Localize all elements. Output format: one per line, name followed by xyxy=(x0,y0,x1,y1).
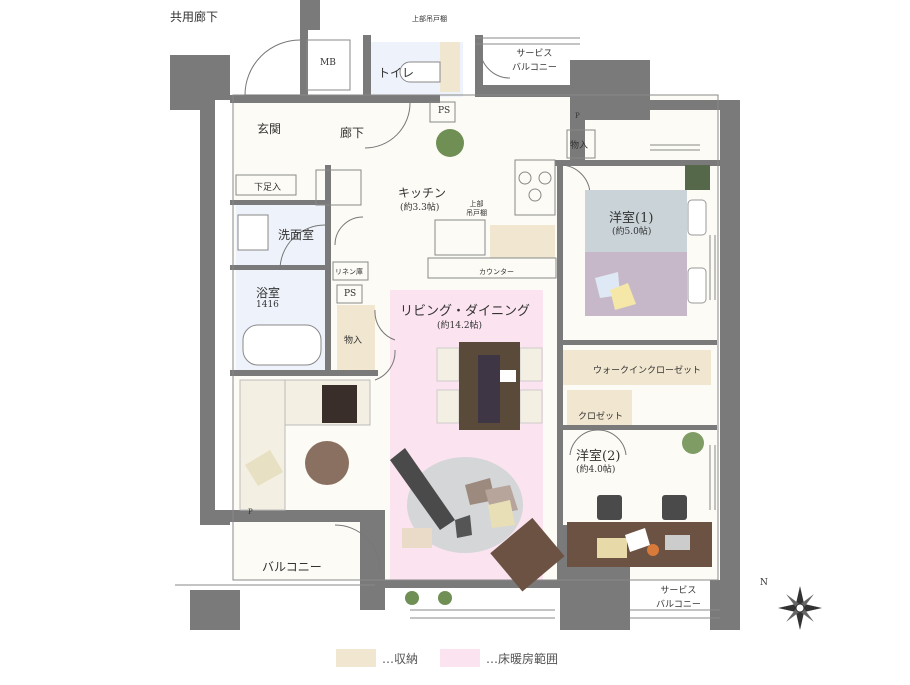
toilet-label: トイレ xyxy=(378,66,415,80)
coffee-table xyxy=(305,441,349,485)
plant-pot-icon xyxy=(685,165,710,190)
service-balcony-top-label: サービス バルコニー xyxy=(512,49,557,73)
walkin-label: ウォークインクローゼット xyxy=(593,366,702,376)
mid-storage xyxy=(337,305,375,375)
kitchen-size-label: (約3.3帖) xyxy=(400,203,440,213)
walkin-storage xyxy=(563,350,711,385)
living-label: リビング・ダイニング xyxy=(400,304,531,319)
storage-top-label: 物入 xyxy=(570,141,589,151)
closet-storage xyxy=(567,390,632,425)
doors xyxy=(244,39,627,571)
kitchen-storage xyxy=(490,225,555,258)
legend-storage: …収納 xyxy=(336,648,418,668)
p-top-label: P xyxy=(575,112,580,120)
bedroom1-label: 洋室(1) xyxy=(609,211,654,226)
mb-label: MB xyxy=(320,58,336,68)
dining-table xyxy=(436,342,543,430)
top-shelf-label: 上部吊戸棚 xyxy=(412,15,447,23)
p-bottom-label: P xyxy=(248,508,253,516)
plant-icon-2 xyxy=(682,432,704,454)
counter-label: カウンター xyxy=(479,268,514,276)
walls xyxy=(170,0,740,630)
desk xyxy=(490,495,712,592)
top-shelf-kitchen-label: 上部 吊戸棚 xyxy=(466,200,487,217)
outline-lines xyxy=(175,37,720,619)
legend-heating: …床暖房範囲 xyxy=(440,648,558,668)
bath-label: 浴室 xyxy=(256,286,281,300)
toilet-storage xyxy=(440,42,460,92)
washroom-label: 洗面室 xyxy=(278,228,315,242)
living-size-label: (約14.2帖) xyxy=(437,321,483,331)
corridor-label: 共用廊下 xyxy=(170,10,219,24)
legend-storage-swatch xyxy=(336,649,376,667)
linen-label: リネン庫 xyxy=(335,268,363,276)
storage-mid-label: 物入 xyxy=(344,336,363,346)
bedroom2-label: 洋室(2) xyxy=(576,449,621,464)
service-balcony-bottom-label: サービス バルコニー xyxy=(656,586,701,610)
ps-top-label: PS xyxy=(438,106,451,116)
fixtures xyxy=(237,61,710,605)
sink-icon xyxy=(237,214,269,251)
shoe-box-label: 下足入 xyxy=(254,183,282,193)
compass-icon xyxy=(778,586,822,630)
sofa xyxy=(239,379,371,511)
bedroom2-size-label: (約4.0帖) xyxy=(576,465,616,475)
legend-heating-swatch xyxy=(440,649,480,667)
balcony-label: バルコニー xyxy=(262,560,322,574)
lounge xyxy=(390,448,523,553)
closet-label: クロゼット xyxy=(578,412,624,422)
north-label: N xyxy=(760,578,768,588)
plant-icon xyxy=(436,129,464,157)
legend-storage-label: …収納 xyxy=(382,651,419,666)
ps-mid-label: PS xyxy=(344,289,357,299)
bed-1 xyxy=(585,190,707,316)
bedroom1-size-label: (約5.0帖) xyxy=(612,227,652,237)
toilet-icon xyxy=(399,61,441,83)
hallway-label: 廊下 xyxy=(340,126,365,140)
bath-size-label: 1416 xyxy=(256,300,279,310)
entrance-label: 玄関 xyxy=(257,122,282,136)
bathtub-icon xyxy=(242,324,322,366)
stove-icon xyxy=(518,171,532,185)
legend-heating-label: …床暖房範囲 xyxy=(486,651,559,666)
kitchen-label: キッチン xyxy=(398,186,447,200)
